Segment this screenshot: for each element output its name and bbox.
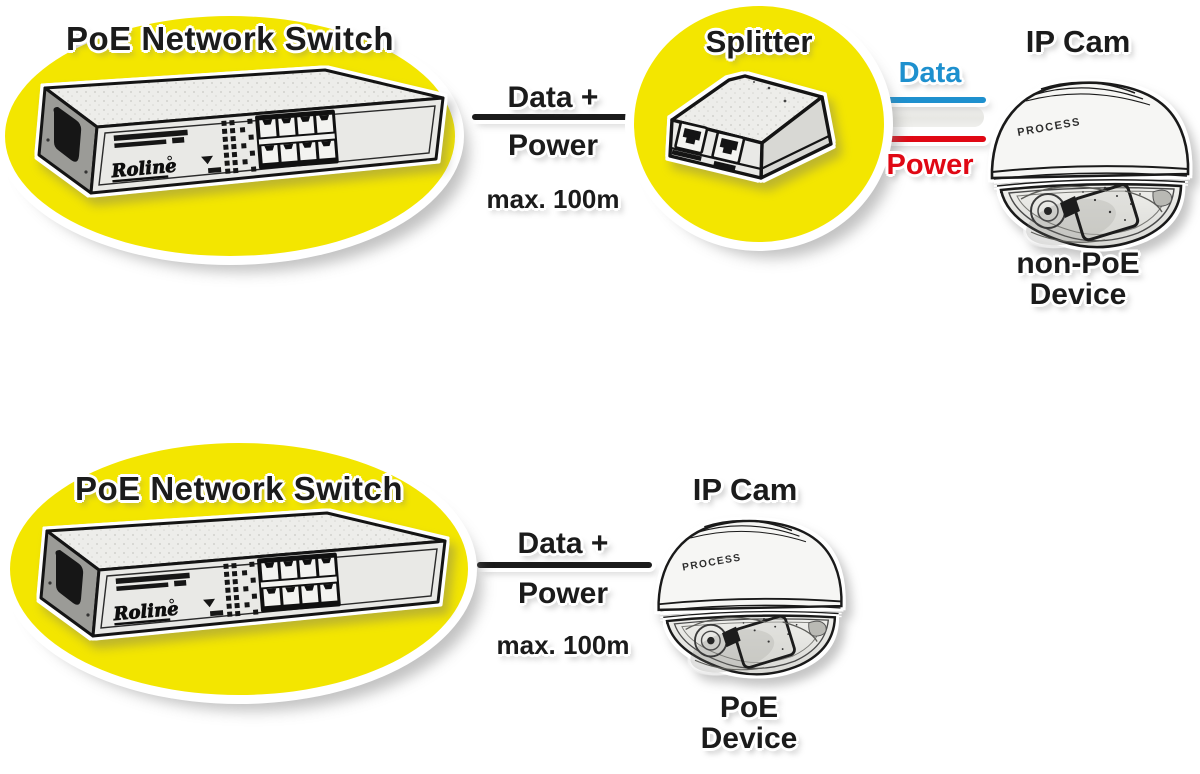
ip-cam-title-top: IP Cam: [1025, 24, 1131, 59]
cable-label-power-bottom: Power: [517, 577, 609, 610]
cable-sheath: [874, 107, 984, 127]
ip-camera-illustration-bottom: [652, 511, 848, 677]
cable-note-top: max. 100m: [486, 184, 620, 214]
camera-caption-top: non-PoE Device: [998, 247, 1158, 312]
cable-line-top: [472, 114, 632, 120]
camera-caption-line2: Device: [1029, 278, 1127, 312]
poe-switch-illustration: [30, 62, 470, 222]
cable-label-data-bottom: Data +: [517, 527, 609, 560]
ip-camera-illustration-top: [985, 72, 1195, 250]
camera-caption-line1: PoE: [719, 691, 779, 724]
cable-note-bottom: max. 100m: [496, 630, 630, 660]
camera-caption-line1: non-PoE: [1016, 247, 1140, 280]
data-wire: [862, 97, 986, 103]
cable-line-bottom: [477, 562, 652, 568]
splitter-label: Splitter: [705, 24, 813, 59]
camera-caption-bottom: PoE Device: [669, 691, 829, 756]
poe-switch-label-2: PoE Network Switch: [74, 470, 404, 507]
camera-caption-line2: Device: [700, 722, 798, 756]
data-wire-label: Data: [898, 57, 962, 89]
splitter-illustration: [657, 68, 857, 203]
poe-switch-illustration-2: [32, 505, 472, 665]
power-wire: [862, 136, 986, 142]
cable-label-power-top: Power: [507, 129, 599, 162]
poe-switch-label: PoE Network Switch: [65, 20, 395, 57]
ip-cam-title-bottom: IP Cam: [692, 472, 798, 507]
cable-label-data-top: Data +: [507, 81, 599, 114]
power-wire-label: Power: [886, 149, 974, 181]
